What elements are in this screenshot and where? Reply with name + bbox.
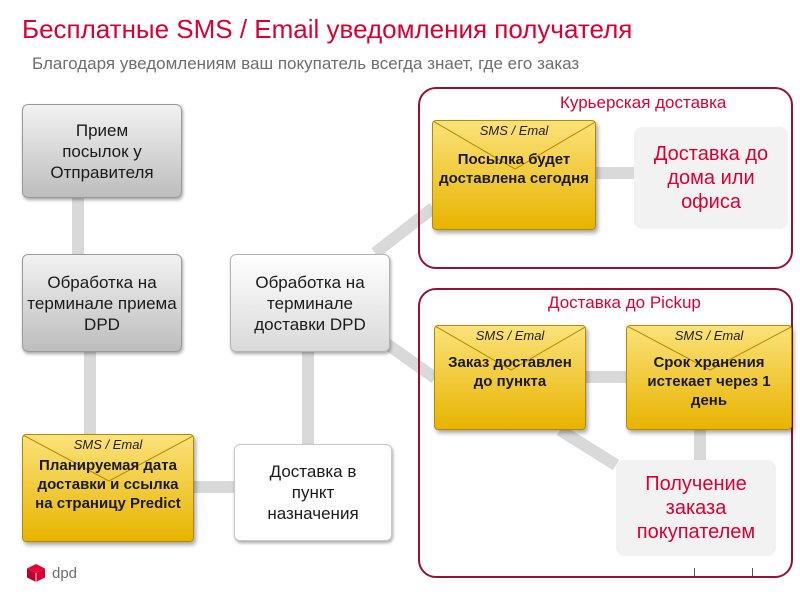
- courier-delivery-panel: [418, 87, 793, 269]
- envelope-courier-today-label: SMS / Emal: [479, 123, 549, 138]
- envelope-pickup-delivered: SMS / Emal Заказ доставлен до пункта: [434, 325, 586, 430]
- footer-tick: [694, 568, 695, 576]
- envelope-flap-icon: [23, 435, 193, 482]
- footer-tick: [752, 568, 753, 576]
- flow-step-origin-terminal-label: Обработка на терминале приема DPD: [27, 272, 177, 334]
- envelope-courier-today-text: Посылка будет доставлена сегодня: [439, 151, 589, 187]
- connector-pickup-to-result: [556, 424, 620, 471]
- flow-step-dest-terminal: Обработка на терминале доставки DPD: [230, 254, 390, 352]
- envelope-predict: SMS / Emal Планируемая дата доставки и с…: [22, 434, 194, 542]
- envelope-storage-expiring: SMS / Emal Срок хранения истекает через …: [626, 325, 792, 430]
- pickup-result-text: Получение заказа покупателем: [636, 473, 756, 543]
- envelope-pickup-delivered-text: Заказ доставлен до пункта: [448, 354, 572, 390]
- dpd-logo: dpd: [26, 563, 77, 583]
- dpd-cube-icon: [27, 564, 45, 582]
- page-title: Бесплатные SMS / Email уведомления получ…: [22, 14, 633, 44]
- courier-result-text: Доставка до дома или офиса: [653, 143, 769, 213]
- envelope-flap-icon: [433, 121, 595, 170]
- pickup-delivery-panel: [418, 288, 793, 578]
- pickup-delivery-title: Доставка до Pickup: [548, 293, 701, 312]
- flow-step-dest-terminal-label: Обработка на терминале доставки DPD: [254, 272, 366, 334]
- flow-step-dest-point: Доставка в пункт назначения: [234, 444, 392, 541]
- pickup-result-callout: Получение заказа покупателем: [616, 460, 776, 556]
- dpd-logo-text: dpd: [52, 564, 78, 582]
- envelope-pickup-delivered-label: SMS / Emal: [475, 328, 545, 343]
- courier-delivery-title: Курьерская доставка: [560, 93, 727, 112]
- flow-step-pickup: Прием посылок у Отправителя: [22, 104, 182, 198]
- envelope-courier-today: SMS / Emal Посылка будет доставлена сего…: [432, 120, 596, 230]
- courier-result-callout: Доставка до дома или офиса: [634, 127, 788, 229]
- page-subtitle: Благодаря уведомлениям ваш покупатель вс…: [32, 54, 580, 73]
- envelope-flap-icon: [627, 326, 791, 371]
- envelope-predict-label: SMS / Emal: [73, 437, 143, 452]
- connector-terminal-to-pickup: [380, 337, 439, 383]
- envelope-predict-text: Планируемая дата доставки и ссылка на ст…: [35, 457, 181, 512]
- flow-step-origin-terminal: Обработка на терминале приема DPD: [22, 254, 182, 352]
- flow-step-dest-point-label: Доставка в пункт назначения: [267, 462, 359, 523]
- envelope-flap-icon: [435, 326, 585, 371]
- envelope-storage-expiring-text: Срок хранения истекает через 1 день: [647, 354, 771, 409]
- connector-terminal-to-courier: [371, 203, 437, 258]
- envelope-storage-expiring-label: SMS / Emal: [674, 328, 744, 343]
- flow-step-pickup-label: Прием посылок у Отправителя: [50, 120, 154, 182]
